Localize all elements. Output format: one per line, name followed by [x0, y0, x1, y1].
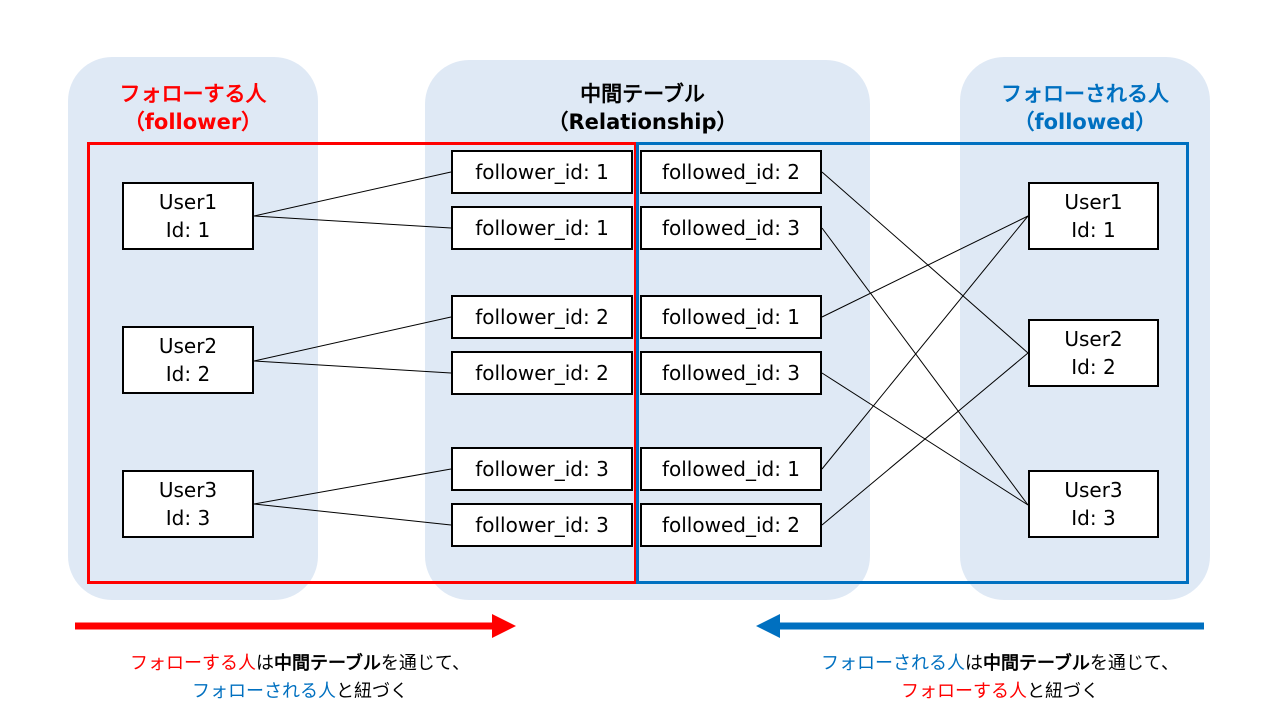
user-id: Id: 2 [165, 362, 211, 386]
follower-title-line2: （follower） [123, 110, 263, 134]
left-to-right-arrowhead [492, 614, 516, 638]
follower-caption-line2: フォローされる人と紐づく [50, 678, 550, 706]
right-to-left-arrowhead [756, 614, 780, 638]
caption-followed-term: フォローされる人 [820, 653, 965, 674]
user-id: Id: 2 [1071, 355, 1116, 379]
connector-line [253, 316, 452, 362]
connector-line [253, 171, 452, 217]
follower-id-cell: follower_id: 2 [451, 295, 633, 339]
user-name: User3 [158, 478, 218, 502]
caption-follower-term: フォローする人 [129, 653, 256, 674]
follower-id-cell: follower_id: 1 [451, 206, 633, 250]
follower-id-cell: follower_id: 3 [451, 503, 633, 547]
user-id: Id: 1 [1071, 218, 1116, 242]
follower-caption: フォローする人は中間テーブルを通じて、 フォローされる人と紐づく [50, 650, 550, 706]
caption-text: と紐づく [336, 681, 408, 702]
followed-id-cell: followed_id: 3 [640, 206, 822, 250]
caption-text: を通じて、 [1089, 653, 1180, 674]
relationship-title: 中間テーブル （Relationship） [425, 80, 860, 136]
user-name: User2 [158, 334, 218, 358]
connector-line [821, 215, 1029, 318]
followed-caption-line2: フォローする人と紐づく [740, 678, 1260, 706]
followed-id-cell: followed_id: 2 [640, 503, 822, 547]
user-id: Id: 3 [165, 506, 211, 530]
follower-title: フォローする人 （follower） [68, 80, 318, 136]
follower-user-box: User1 Id: 1 [122, 182, 254, 250]
follower-id-cell: follower_id: 2 [451, 351, 633, 395]
caption-text: と紐づく [1027, 681, 1099, 702]
user-id: Id: 3 [1071, 506, 1116, 530]
caption-middle-table-term: 中間テーブル [273, 653, 381, 674]
user-name: User3 [1064, 478, 1123, 502]
caption-particle: は [964, 653, 983, 674]
followed-title-line2: （followed） [1013, 110, 1157, 134]
follower-id-cell: follower_id: 1 [451, 150, 633, 194]
user-name: User1 [1064, 190, 1123, 214]
followed-title-line1: フォローされる人 [1001, 82, 1169, 106]
follower-user-box: User3 Id: 3 [122, 470, 254, 538]
relationship-title-line1: 中間テーブル [580, 82, 705, 106]
followed-user-box: User2 Id: 2 [1028, 319, 1159, 387]
caption-middle-table-term: 中間テーブル [982, 653, 1090, 674]
follower-caption-line1: フォローする人は中間テーブルを通じて、 [50, 650, 550, 678]
caption-text: を通じて、 [380, 653, 471, 674]
followed-user-box: User3 Id: 3 [1028, 470, 1159, 538]
follower-id-cell: follower_id: 3 [451, 447, 633, 491]
caption-particle: は [255, 653, 274, 674]
connector-line [253, 215, 452, 229]
connector-line [253, 468, 452, 505]
followed-id-cell: followed_id: 2 [640, 150, 822, 194]
connector-line [821, 215, 1029, 470]
user-id: Id: 1 [165, 218, 211, 242]
followed-id-cell: followed_id: 1 [640, 447, 822, 491]
follower-user-box: User2 Id: 2 [122, 326, 254, 394]
user-name: User2 [1064, 327, 1123, 351]
follower-frame [87, 142, 637, 584]
caption-followed-term: フォローされる人 [192, 681, 336, 702]
followed-id-cell: followed_id: 3 [640, 351, 822, 395]
connector-line [821, 171, 1029, 354]
relationship-title-line2: （Relationship） [547, 110, 738, 134]
connector-line [253, 360, 452, 374]
connector-line [821, 352, 1029, 526]
user-name: User1 [158, 190, 218, 214]
connector-line [253, 503, 452, 526]
followed-caption-line1: フォローされる人は中間テーブルを通じて、 [740, 650, 1260, 678]
follower-title-line1: フォローする人 [119, 82, 267, 106]
followed-id-cell: followed_id: 1 [640, 295, 822, 339]
followed-user-box: User1 Id: 1 [1028, 182, 1159, 250]
followed-caption: フォローされる人は中間テーブルを通じて、 フォローする人と紐づく [740, 650, 1260, 706]
connector-line [821, 227, 1029, 506]
followed-title: フォローされる人 （followed） [960, 80, 1210, 136]
followed-frame [636, 142, 1189, 584]
caption-follower-term: フォローする人 [901, 681, 1027, 702]
